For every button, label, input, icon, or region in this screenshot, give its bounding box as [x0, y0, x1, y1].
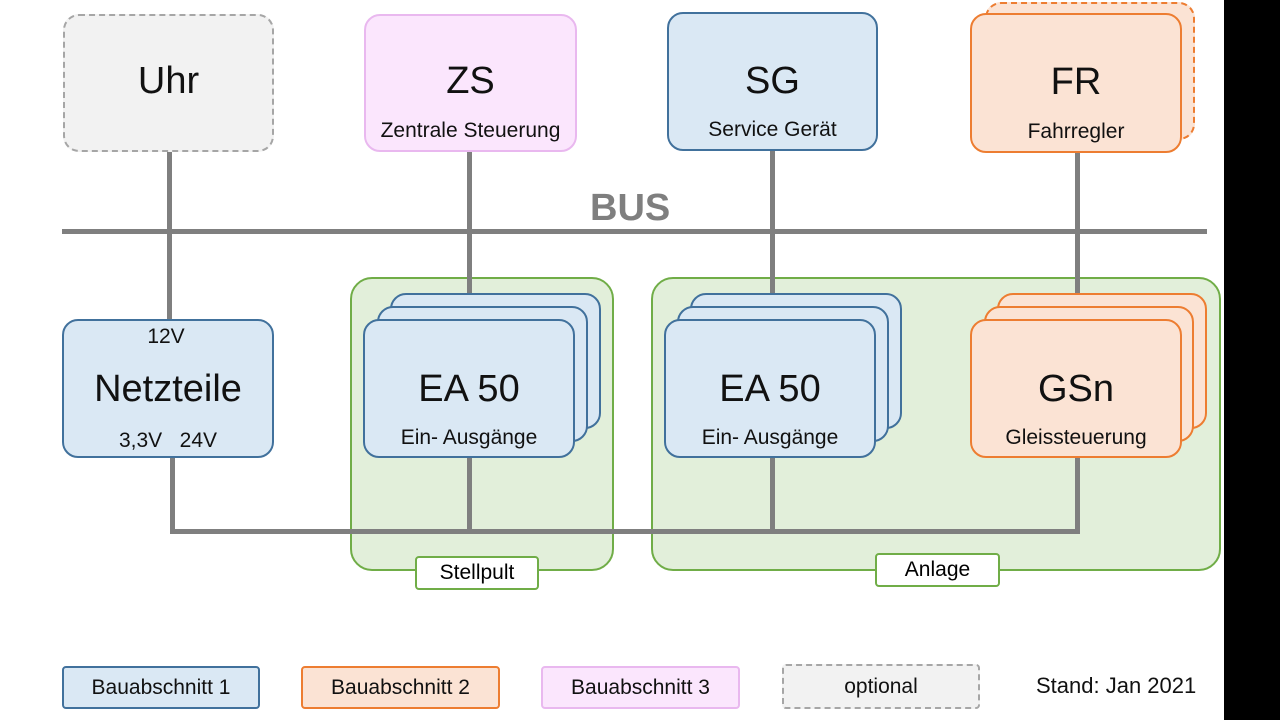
node-netzteile: 12V Netzteile 3,3V 24V: [62, 319, 274, 458]
wire-ea50-anlage-power: [770, 456, 775, 532]
node-netzteile-top-label: 12V: [147, 325, 185, 348]
node-netzteile-title: Netzteile: [94, 368, 242, 410]
node-zs-subtitle: Zentrale Steuerung: [380, 119, 561, 142]
wire-uhr: [167, 150, 172, 320]
group-stellpult-label: Stellpult: [415, 556, 539, 590]
power-bus-line: [170, 529, 1080, 534]
bus-line: [62, 229, 1207, 234]
node-fr-title: FR: [1050, 61, 1102, 103]
wire-fr: [1075, 150, 1080, 320]
node-zs-title: ZS: [446, 60, 495, 102]
wire-netzteile-power: [170, 456, 175, 532]
wire-gsn-power: [1075, 456, 1080, 532]
node-uhr-title: Uhr: [137, 60, 200, 102]
node-zs: ZS Zentrale Steuerung: [364, 14, 577, 152]
node-ea50-anlage: EA 50 Ein- Ausgänge: [664, 319, 876, 458]
node-fr-subtitle: Fahrregler: [1027, 120, 1125, 143]
node-sg-title: SG: [745, 60, 800, 102]
legend-bauabschnitt-1: Bauabschnitt 1: [62, 666, 260, 709]
legend-optional: optional: [782, 664, 980, 709]
node-netzteile-bottom-label: 3,3V 24V: [118, 429, 218, 452]
node-ea50-stellpult-title: EA 50: [418, 368, 520, 410]
wire-ea50-stellpult-power: [467, 456, 472, 532]
node-ea50-anlage-subtitle: Ein- Ausgänge: [701, 426, 839, 449]
node-ea50-anlage-title: EA 50: [719, 368, 821, 410]
node-ea50-stellpult-subtitle: Ein- Ausgänge: [400, 426, 538, 449]
legend-bauabschnitt-2: Bauabschnitt 2: [301, 666, 500, 709]
node-sg-subtitle: Service Gerät: [708, 118, 837, 141]
node-uhr: Uhr: [63, 14, 274, 152]
bus-label: BUS: [590, 187, 671, 229]
legend-bauabschnitt-3: Bauabschnitt 3: [541, 666, 740, 709]
stand-date: Stand: Jan 2021: [1036, 673, 1197, 698]
node-fr: FR Fahrregler: [970, 13, 1182, 153]
group-anlage-label: Anlage: [875, 553, 1000, 587]
node-sg: SG Service Gerät: [667, 12, 878, 151]
node-gsn-subtitle: Gleissteuerung: [1005, 426, 1147, 449]
node-ea50-stellpult: EA 50 Ein- Ausgänge: [363, 319, 575, 458]
diagram-canvas: BUS Uhr ZS Zentrale Steuerung SG Service…: [0, 0, 1224, 720]
node-gsn: GSn Gleissteuerung: [970, 319, 1182, 458]
wire-sg: [770, 150, 775, 320]
wire-zs: [467, 150, 472, 320]
node-gsn-title: GSn: [1037, 368, 1115, 410]
